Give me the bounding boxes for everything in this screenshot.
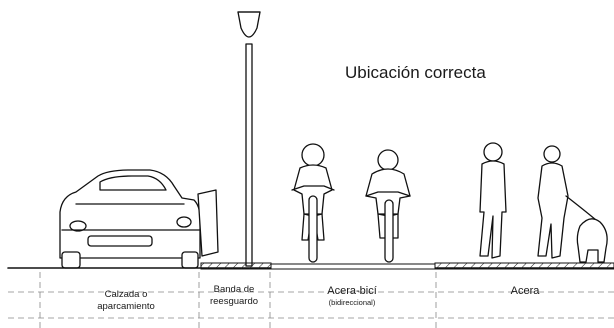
zone-dividers <box>8 272 614 328</box>
zone-label-acera-bici-sub: (bidireccional) <box>329 298 376 307</box>
zone-label-acera: Acera <box>511 285 541 297</box>
zone-label-banda-line1: Banda de <box>214 284 255 295</box>
pedestrian-with-dog-icon <box>537 145 608 263</box>
zone-label-acera-bici: Acera-bicí <box>327 285 377 297</box>
buffer-strip-paving <box>200 262 272 270</box>
car-icon <box>59 169 219 269</box>
street-lamp-icon <box>237 11 261 267</box>
zone-label-calzada-line1: Calzada o <box>105 289 148 300</box>
bike-lane-surface <box>270 263 436 270</box>
cyclist-icon <box>291 143 335 263</box>
pedestrian-icon <box>479 142 507 259</box>
sidewalk-paving <box>434 262 614 270</box>
cyclist-icon-2 <box>365 149 411 263</box>
zone-label-banda-line2: reesguardo <box>210 296 258 307</box>
diagram-title: Ubicación correcta <box>345 63 486 82</box>
zone-label-calzada-line2: aparcamiento <box>97 301 155 312</box>
